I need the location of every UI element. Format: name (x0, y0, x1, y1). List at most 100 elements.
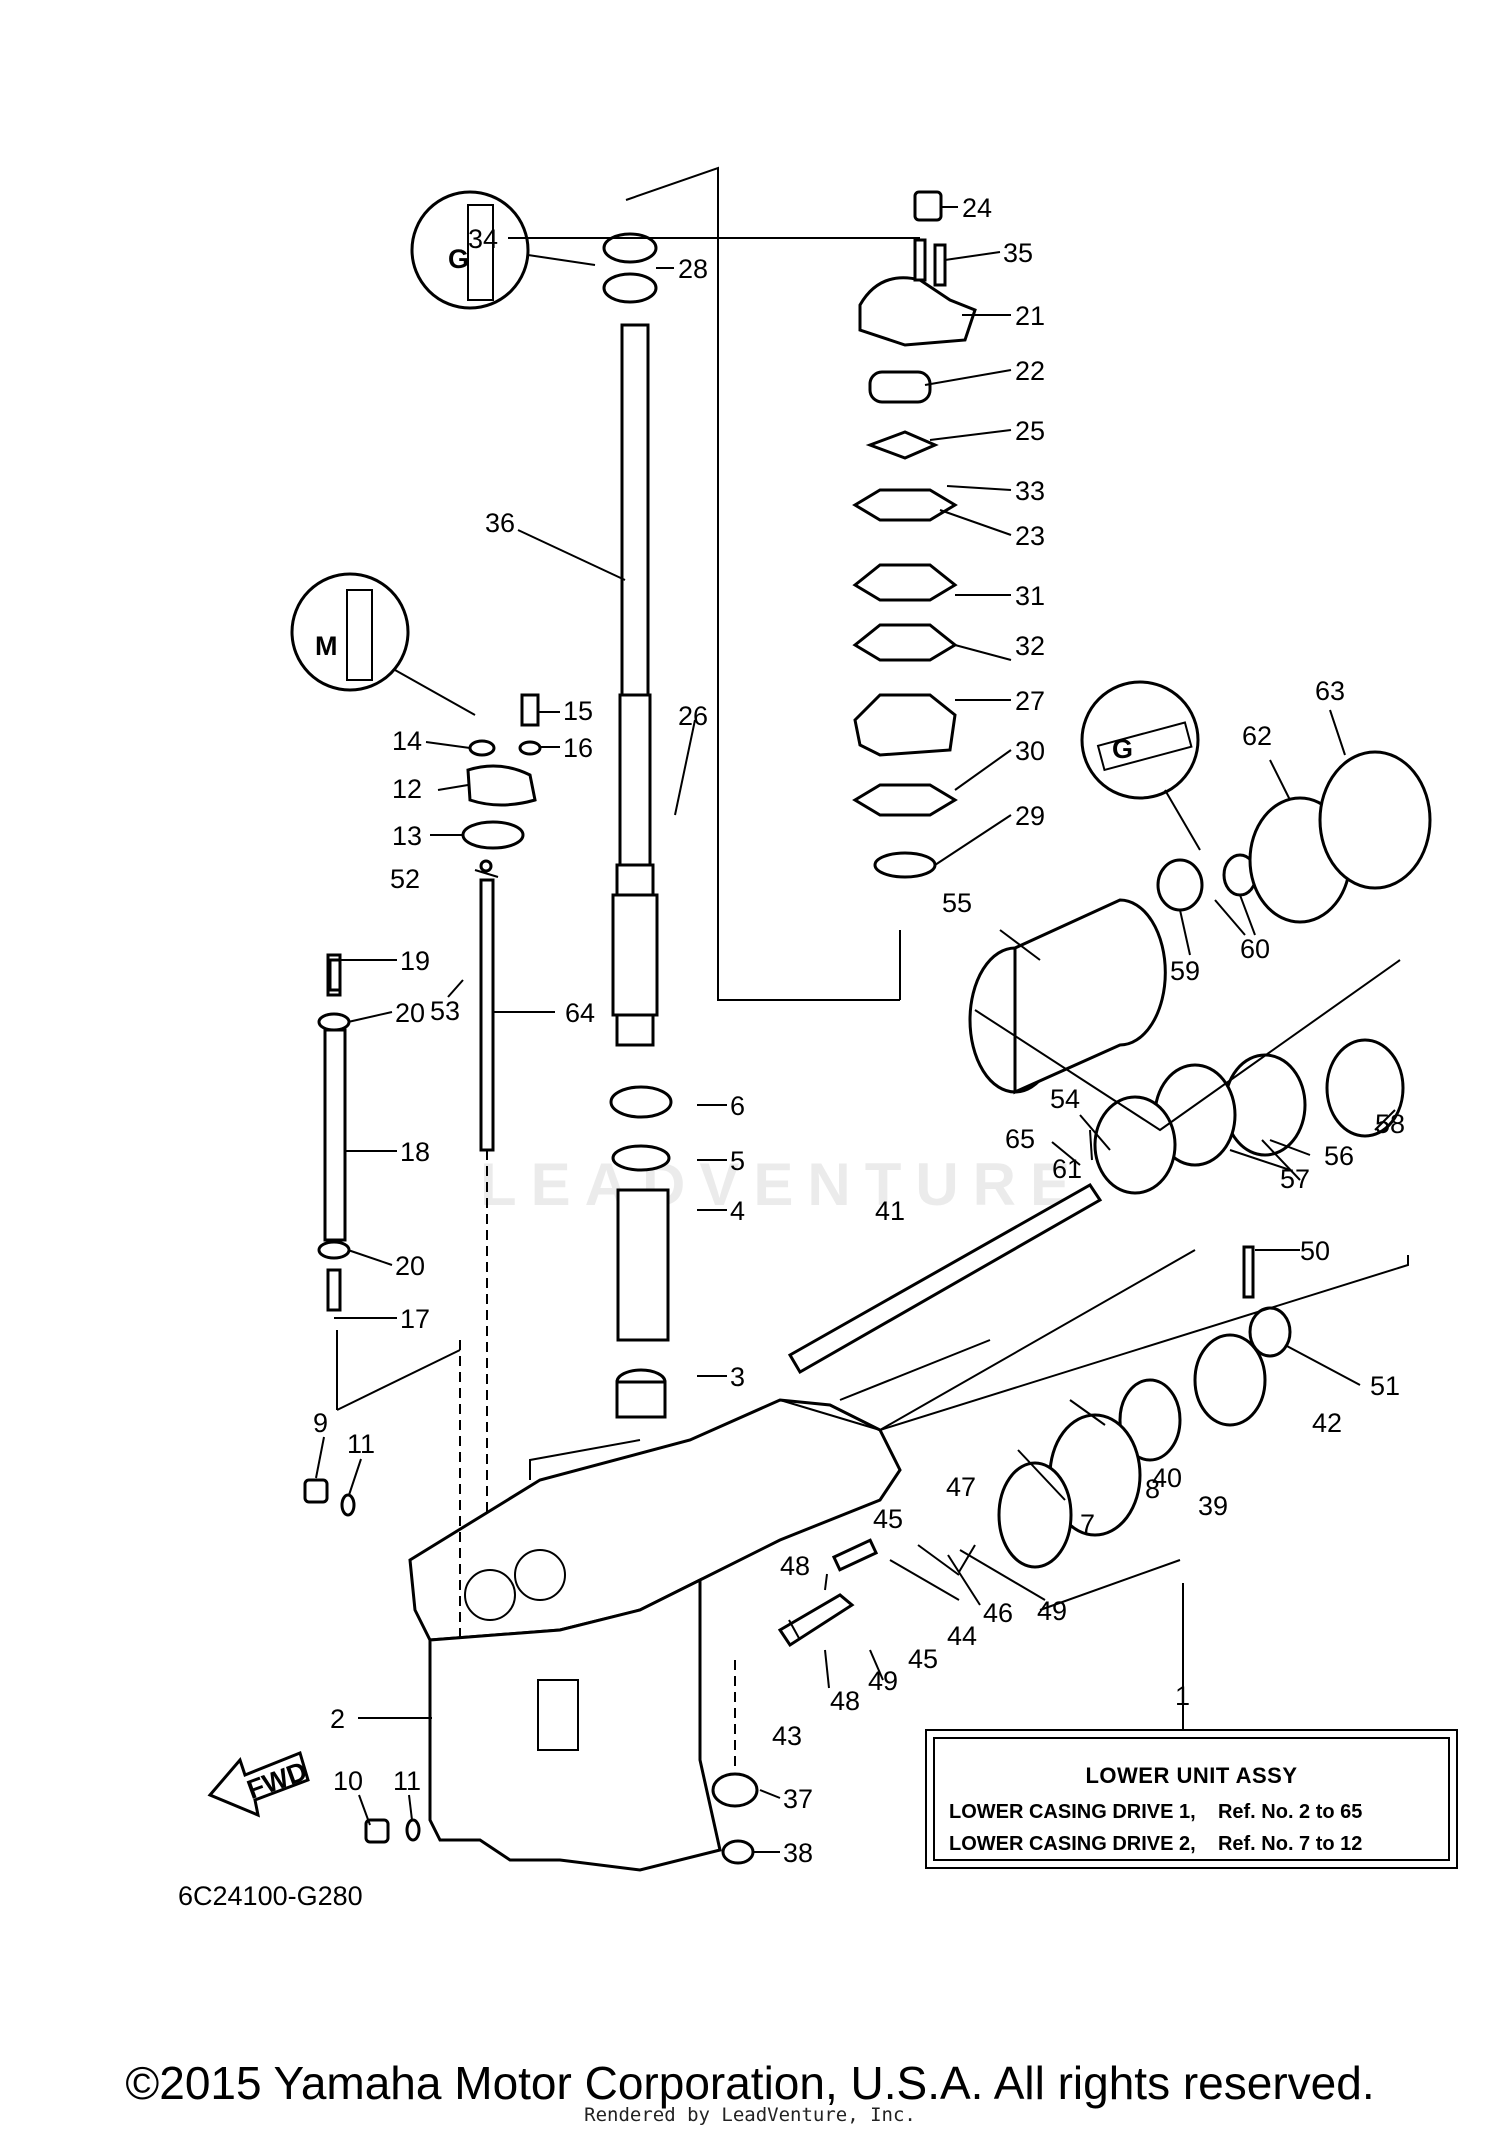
callout-14: 14 (392, 726, 422, 756)
callout-2: 2 (330, 1704, 345, 1734)
assembly-row-2-name: LOWER CASING DRIVE 2, (949, 1833, 1196, 1855)
callout-48a: 48 (780, 1551, 810, 1581)
callout-45a: 45 (873, 1504, 903, 1534)
callout-7: 7 (1080, 1509, 1095, 1539)
assembly-row-1-name: LOWER CASING DRIVE 1, (949, 1801, 1196, 1823)
callout-1: 1 (1175, 1681, 1190, 1711)
callout-38: 38 (783, 1838, 813, 1868)
callout-35: 35 (1003, 238, 1033, 268)
callout-26: 26 (678, 701, 708, 731)
callout-4: 4 (730, 1196, 745, 1226)
callout-63: 63 (1315, 676, 1345, 706)
bearing-housing (968, 750, 1432, 1195)
svg-text:G: G (448, 244, 469, 274)
assembly-row-2: LOWER CASING DRIVE 2, Ref. No. 7 to 12 (949, 1833, 1362, 1856)
callout-20b: 20 (395, 1251, 425, 1281)
group-bracket-lines (625, 166, 901, 1001)
leader-lines (315, 206, 1396, 1853)
water-pump-stack (852, 190, 977, 879)
propeller-shaft (787, 1183, 1103, 1375)
diagram-code: 6C24100-G280 (178, 1881, 363, 1911)
callout-33: 33 (1015, 476, 1045, 506)
assembly-row-2-ref: Ref. No. 7 to 12 (1217, 1833, 1363, 1855)
callout-41: 41 (875, 1196, 905, 1226)
assembly-title: LOWER UNIT ASSY (1085, 1763, 1298, 1788)
callout-21: 21 (1015, 301, 1045, 331)
callout-45b: 45 (908, 1644, 938, 1674)
callout-47: 47 (946, 1472, 976, 1502)
lower-gears (711, 1306, 1292, 1865)
callout-52: 52 (390, 864, 420, 894)
small-hardware (303, 238, 1255, 1844)
callout-42: 42 (1312, 1408, 1342, 1438)
callout-19: 19 (400, 946, 430, 976)
callout-25: 25 (1015, 416, 1045, 446)
callout-39: 39 (1198, 1491, 1228, 1521)
watermark: LEADVENTURE (480, 1151, 1085, 1218)
detail-circle-top: G (410, 190, 596, 310)
callout-22: 22 (1015, 356, 1045, 386)
callout-58: 58 (1375, 1109, 1405, 1139)
lower-casing (408, 1398, 902, 1872)
bearings-28 (602, 232, 658, 304)
callout-13: 13 (392, 821, 422, 851)
callout-29: 29 (1015, 801, 1045, 831)
callout-16: 16 (563, 733, 593, 763)
callout-64: 64 (565, 998, 595, 1028)
callout-43: 43 (772, 1721, 802, 1751)
callout-20a: 20 (395, 998, 425, 1028)
svg-text:G: G (1112, 734, 1133, 764)
callout-31: 31 (1015, 581, 1045, 611)
callout-8: 8 (1145, 1474, 1160, 1504)
callout-57: 57 (1280, 1164, 1310, 1194)
callout-24: 24 (962, 193, 992, 223)
shaft-parts (609, 1085, 673, 1419)
callout-62: 62 (1242, 721, 1272, 751)
callout-17: 17 (400, 1304, 430, 1334)
alignment-lines (336, 959, 1409, 1770)
detail-circle-m: M (290, 572, 476, 716)
callout-37: 37 (783, 1784, 813, 1814)
callout-60: 60 (1240, 934, 1270, 964)
callout-55: 55 (942, 888, 972, 918)
drive-shaft (611, 323, 659, 1047)
callout-34: 34 (468, 224, 498, 254)
assembly-info-box: LOWER UNIT ASSY LOWER CASING DRIVE 1, Re… (925, 1729, 1458, 1869)
callout-10: 10 (333, 1766, 363, 1796)
callout-6: 6 (730, 1091, 745, 1121)
callout-48b: 48 (830, 1686, 860, 1716)
callout-65: 65 (1005, 1124, 1035, 1154)
callout-30: 30 (1015, 736, 1045, 766)
fwd-arrow-icon: FWD (207, 1750, 311, 1818)
assembly-info-inner: LOWER UNIT ASSY LOWER CASING DRIVE 1, Re… (933, 1737, 1450, 1861)
callout-9: 9 (313, 1408, 328, 1438)
shift-rod (479, 878, 495, 1590)
callout-32: 32 (1015, 631, 1045, 661)
rendered-by-notice: Rendered by LeadVenture, Inc. (584, 2104, 916, 2126)
callout-18: 18 (400, 1137, 430, 1167)
callout-23: 23 (1015, 521, 1045, 551)
callout-54: 54 (1050, 1084, 1080, 1114)
callout-40: 40 (1152, 1463, 1182, 1493)
detail-circle-right: G (1080, 680, 1201, 851)
assembly-row-1: LOWER CASING DRIVE 1, Ref. No. 2 to 65 (949, 1801, 1362, 1824)
callout-56: 56 (1324, 1141, 1354, 1171)
callout-36: 36 (485, 508, 515, 538)
svg-text:M: M (315, 631, 338, 661)
callout-61: 61 (1052, 1154, 1082, 1184)
callout-labels: 1 2 3 4 5 6 7 8 9 10 11 11 12 13 14 15 1… (178, 193, 1405, 1911)
callout-11b: 11 (393, 1766, 421, 1796)
callout-51: 51 (1370, 1371, 1400, 1401)
callout-5: 5 (730, 1146, 745, 1176)
callout-44: 44 (947, 1621, 977, 1651)
callout-46: 46 (983, 1598, 1013, 1628)
callout-28: 28 (678, 254, 708, 284)
callout-49a: 49 (868, 1666, 898, 1696)
callout-15: 15 (563, 696, 593, 726)
callout-27: 27 (1015, 686, 1045, 716)
callout-3: 3 (730, 1362, 745, 1392)
callout-50: 50 (1300, 1236, 1330, 1266)
callout-12: 12 (392, 774, 422, 804)
assembly-row-1-ref: Ref. No. 2 to 65 (1217, 1801, 1363, 1823)
